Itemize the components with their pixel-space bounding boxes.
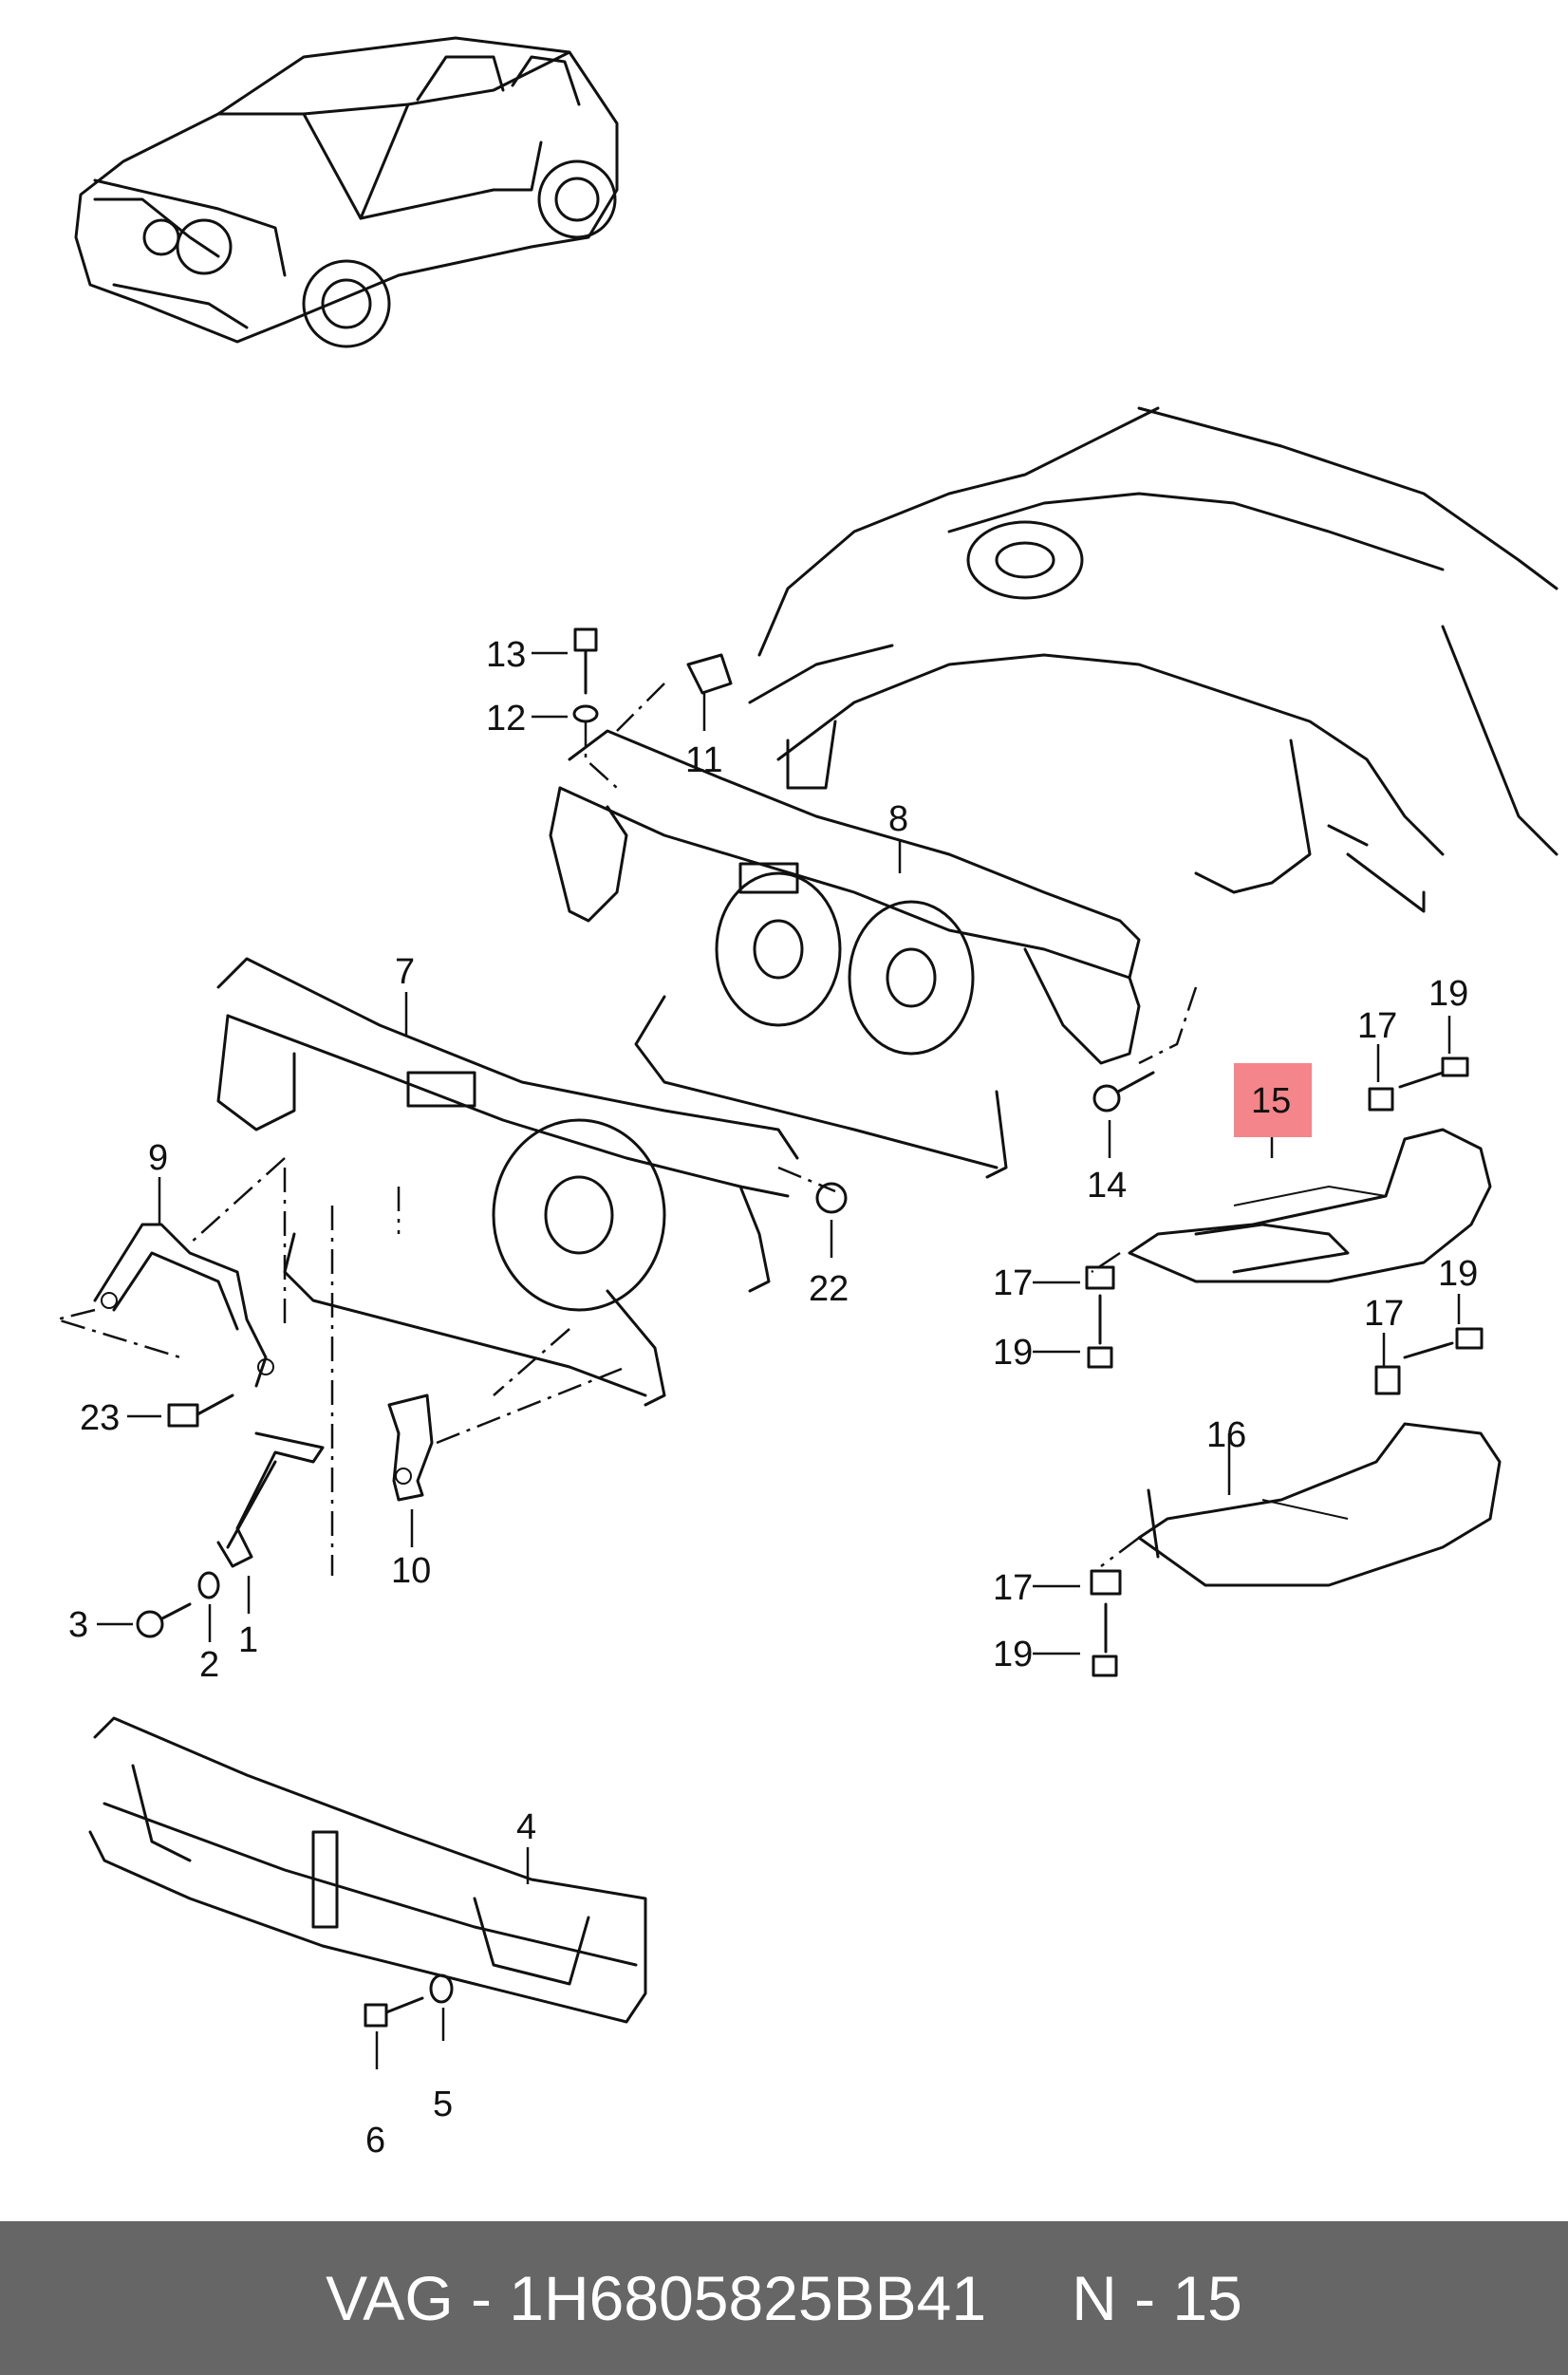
- callout-19-a: 19: [1428, 974, 1468, 1014]
- callout-10: 10: [391, 1551, 431, 1591]
- callout-1: 1: [238, 1620, 258, 1660]
- front-body-shell: [748, 406, 1559, 913]
- part-16-noise-insulation: [1137, 1422, 1502, 1587]
- parts-diagram: 13 12 11 8 7 9 23 22 10 3 2 1 4 5 6 14 1…: [52, 36, 1559, 2160]
- callout-3: 3: [68, 1605, 88, 1645]
- part-10-bracket: [387, 1393, 434, 1502]
- callout-22: 22: [809, 1269, 849, 1309]
- callout-17-b: 17: [993, 1263, 1033, 1303]
- part-4-bumper-carrier: [88, 1716, 647, 2024]
- part-1-strut: [216, 1431, 325, 1568]
- highlight-box-15: [1234, 1063, 1312, 1137]
- part-15-noise-insulation: [1128, 1128, 1492, 1283]
- callout-11: 11: [685, 740, 722, 780]
- fasteners: [136, 627, 1484, 2028]
- callout-17-c: 17: [1364, 1294, 1404, 1334]
- callout-13: 13: [486, 635, 526, 675]
- callout-16: 16: [1206, 1415, 1246, 1455]
- callout-19-b: 19: [993, 1333, 1033, 1373]
- part-7-radiator-support: [216, 957, 799, 1407]
- callout-14: 14: [1087, 1166, 1127, 1206]
- callout-17-d: 17: [993, 1568, 1033, 1608]
- callout-19-d: 19: [993, 1635, 1033, 1674]
- callout-15: 15: [1251, 1081, 1291, 1121]
- callout-8: 8: [888, 799, 908, 839]
- part-number-label: VAG - 1H6805825BB41: [326, 2263, 987, 2333]
- callout-9: 9: [148, 1138, 168, 1178]
- page-label: N - 15: [1072, 2263, 1242, 2333]
- callout-4: 4: [516, 1807, 536, 1847]
- assembly-lines: [52, 683, 1198, 1576]
- callout-12: 12: [486, 699, 526, 739]
- callout-23: 23: [80, 1398, 120, 1438]
- footer-bar: VAG - 1H6805825BB41 N - 15: [0, 2221, 1568, 2375]
- callout-7: 7: [395, 952, 415, 992]
- callout-6: 6: [365, 2121, 385, 2160]
- leader-lines: [97, 651, 1461, 2069]
- car-overview-illustration: [74, 36, 619, 348]
- callout-19-c: 19: [1438, 1254, 1478, 1294]
- callout-17-a: 17: [1357, 1006, 1397, 1046]
- callout-5: 5: [433, 2085, 453, 2124]
- callout-labels: 13 12 11 8 7 9 23 22 10 3 2 1 4 5 6 14 1…: [68, 635, 1478, 2160]
- part-8-lock-carrier: [549, 729, 1141, 1179]
- part-9-bracket: [93, 1223, 274, 1388]
- callout-2: 2: [199, 1645, 219, 1685]
